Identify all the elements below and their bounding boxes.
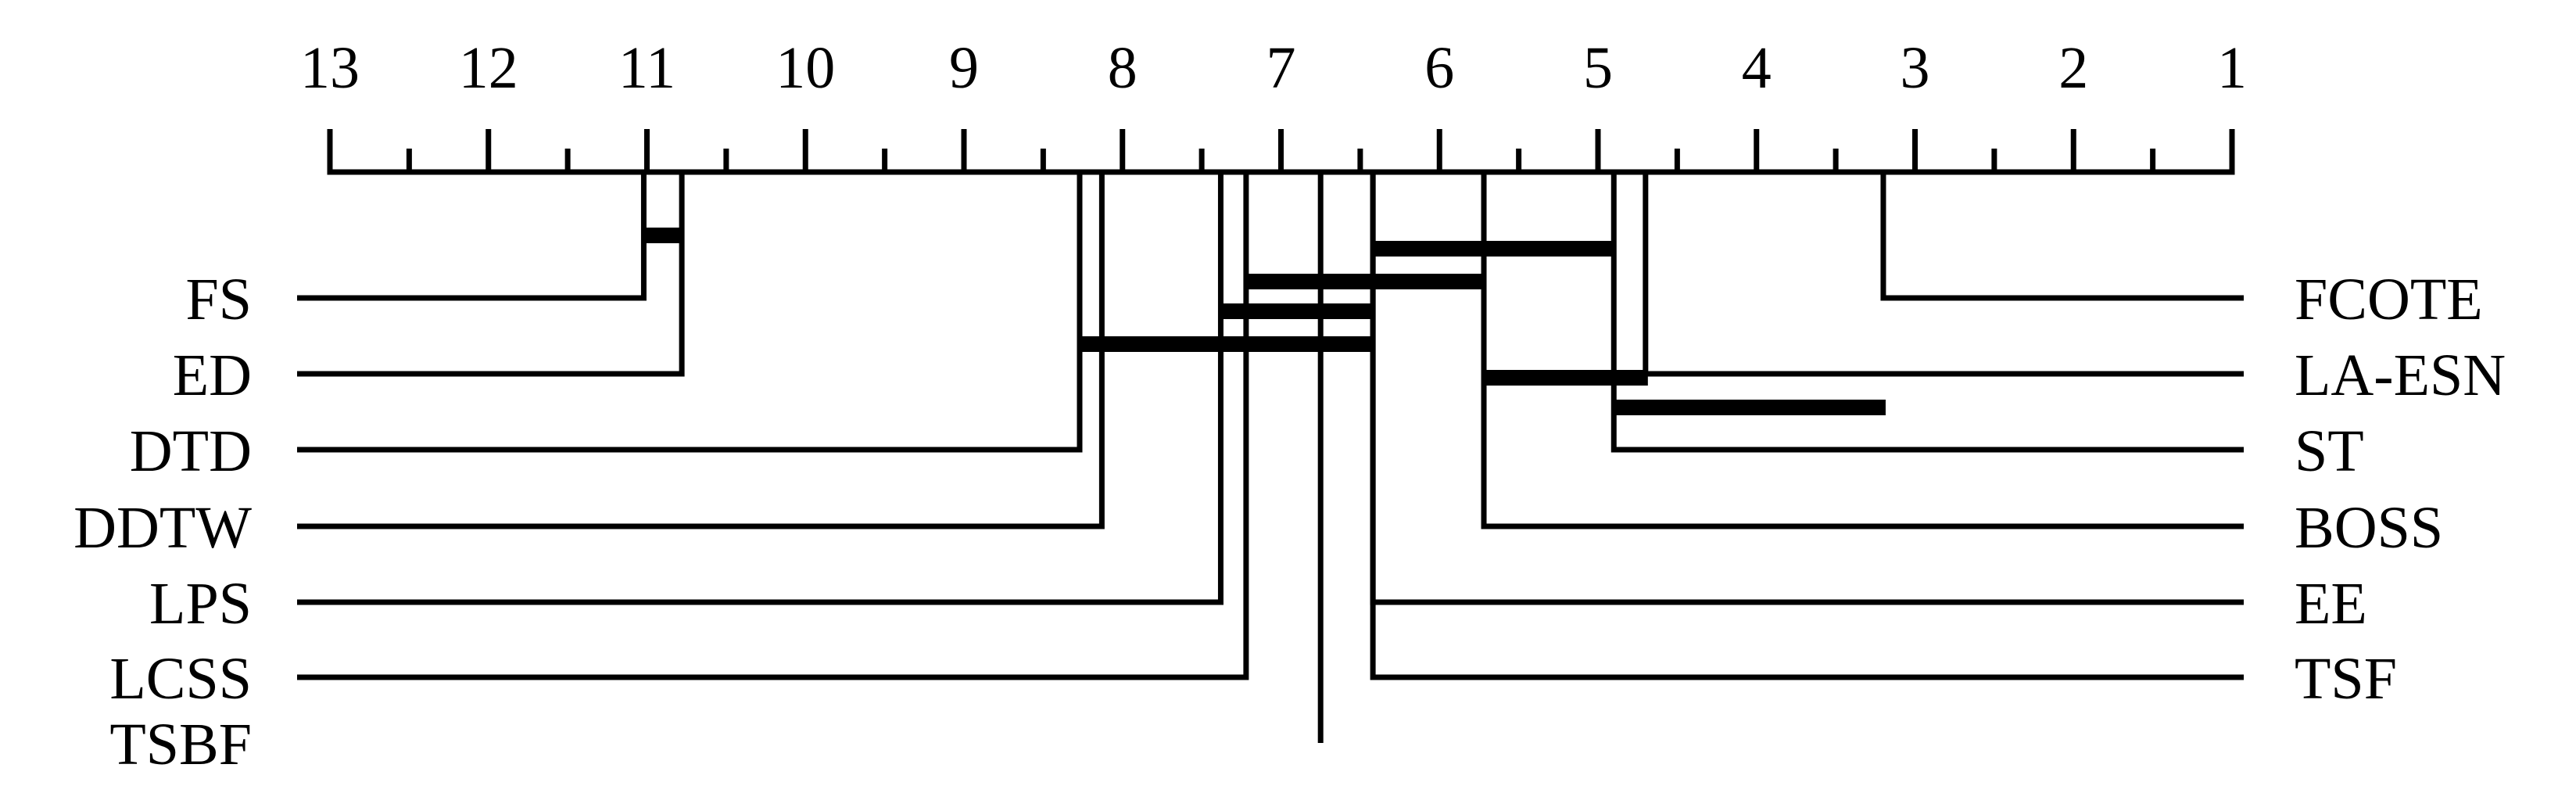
method-line	[1610, 172, 2244, 453]
method-line	[1880, 172, 2244, 301]
method-label: DTD	[130, 418, 252, 484]
tick-label: 3	[1901, 35, 1930, 101]
method-label: TSF	[2295, 646, 2397, 712]
method-line	[297, 172, 685, 377]
method-label: ST	[2295, 418, 2364, 484]
method-line	[297, 172, 647, 301]
method-label: FCOTE	[2295, 267, 2483, 332]
method-line	[1370, 172, 2244, 680]
tick-label: 8	[1108, 35, 1138, 101]
tick-label: 12	[459, 35, 518, 101]
method-label: TSBF	[109, 712, 252, 777]
method-line	[297, 172, 1105, 529]
tick-label: 7	[1267, 35, 1296, 101]
method-label: LPS	[149, 571, 252, 637]
tick-label: 9	[949, 35, 979, 101]
tick-label: 6	[1424, 35, 1454, 101]
method-label: FS	[185, 267, 252, 332]
tick-label: 4	[1742, 35, 1772, 101]
method-label: ED	[173, 343, 252, 408]
cliques	[641, 228, 1886, 415]
tick-label: 13	[300, 35, 360, 101]
tick-label: 2	[2058, 35, 2088, 101]
method-line	[1370, 172, 2244, 605]
method-label: LCSS	[109, 646, 252, 712]
tick-label: 1	[2217, 35, 2247, 101]
method-label: DDTW	[73, 495, 252, 561]
method-label: LA-ESN	[2295, 343, 2506, 408]
rank-axis: 13 12 11 10 9 8 7 6 5 4 3 2 1	[300, 35, 2247, 175]
tick-label: 10	[776, 35, 835, 101]
method-label: BOSS	[2295, 495, 2443, 561]
method-line	[297, 172, 1083, 453]
method-line	[297, 172, 1224, 605]
method-label: EE	[2295, 571, 2367, 637]
tick-label: 11	[618, 35, 675, 101]
method-line	[1481, 172, 2244, 529]
method-line	[297, 172, 1249, 680]
method-line	[1643, 172, 2244, 377]
tick-label: 5	[1583, 35, 1613, 101]
